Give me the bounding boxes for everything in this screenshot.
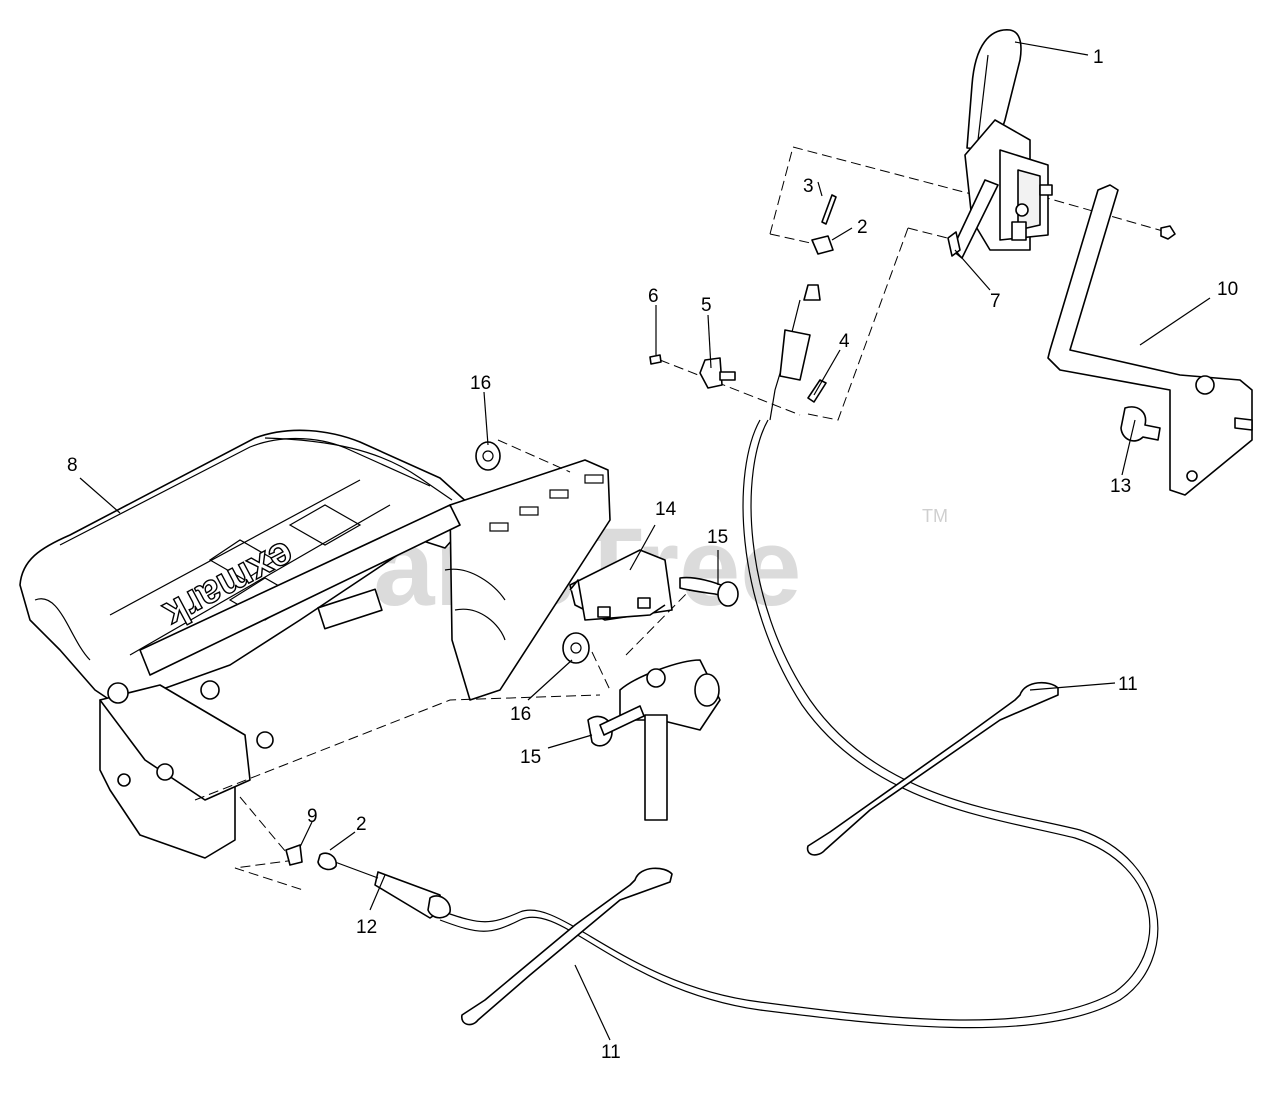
leader-lines [79, 41, 1211, 1041]
cable-hardware [649, 194, 961, 403]
callout-10: 10 [1217, 279, 1238, 300]
callout-5: 5 [701, 295, 712, 316]
callout-12: 12 [356, 917, 377, 938]
callout-8: 8 [67, 455, 78, 476]
callout-4: 4 [839, 331, 850, 352]
cable-ties [461, 681, 1059, 1026]
assembly-lines [194, 146, 1171, 891]
seat-assembly: exmark [19, 429, 611, 859]
watermark-trademark: TM [922, 506, 948, 526]
callout-16-upper: 16 [470, 373, 491, 394]
mounting-bracket [1047, 184, 1253, 496]
throttle-control [951, 29, 1053, 259]
callout-2-lower: 2 [356, 814, 367, 835]
callout-3: 3 [803, 176, 814, 197]
callout-14: 14 [655, 499, 677, 520]
callout-9: 9 [307, 806, 318, 827]
linkage-bracket [475, 441, 739, 821]
throttle-cable [285, 299, 1159, 1029]
callout-15-upper: 15 [707, 527, 728, 548]
callout-11-bottom: 11 [601, 1042, 621, 1063]
callout-labels: 1 2 3 4 5 6 7 8 9 10 11 11 12 13 14 15 1… [67, 47, 1238, 1063]
callout-11-right: 11 [1118, 674, 1138, 695]
callout-13: 13 [1110, 476, 1131, 497]
callout-15-lower: 15 [520, 747, 541, 768]
callout-7: 7 [990, 291, 1001, 312]
callout-6: 6 [648, 286, 659, 307]
callout-1: 1 [1093, 47, 1104, 68]
callout-2-upper: 2 [857, 217, 868, 238]
callout-16-lower: 16 [510, 704, 531, 725]
